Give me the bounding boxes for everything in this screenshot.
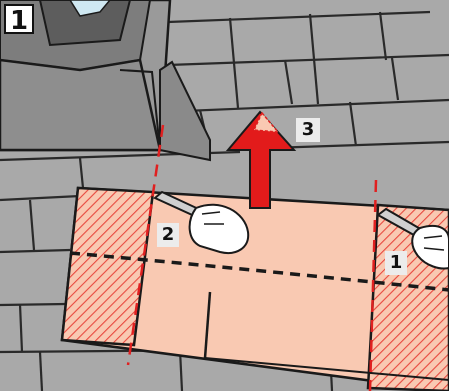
callout-2: 2 bbox=[157, 223, 179, 247]
step-number-badge: 1 bbox=[4, 4, 34, 34]
callout-3: 3 bbox=[296, 118, 320, 142]
callout-1: 1 bbox=[385, 251, 407, 275]
